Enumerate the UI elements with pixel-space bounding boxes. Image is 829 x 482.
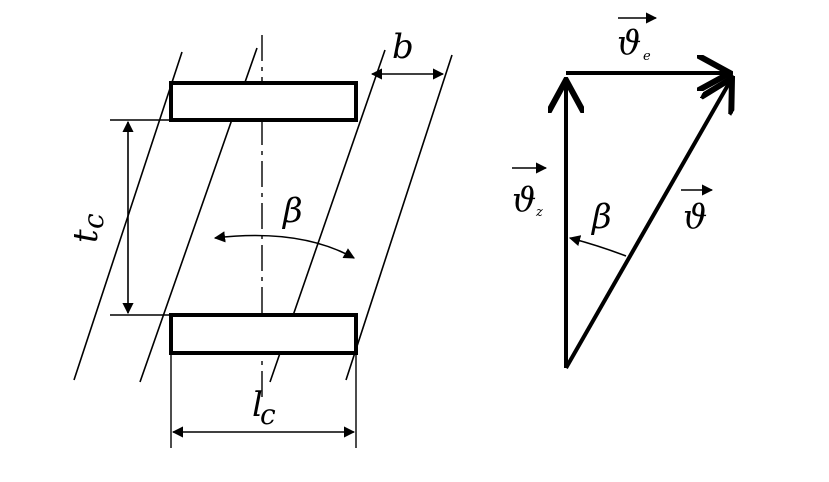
svg-text:c: c: [260, 398, 276, 431]
svg-text:t: t: [66, 229, 106, 243]
angle-arc-left: [213, 231, 355, 259]
velocity-triangle: ϑ e ϑ z ϑ β: [512, 12, 732, 369]
svg-text:c: c: [77, 213, 110, 229]
svg-text:l: l: [252, 385, 263, 425]
svg-text:ϑ: ϑ: [512, 180, 536, 220]
svg-text:ϑ: ϑ: [617, 23, 641, 63]
label-beta-left: β: [281, 191, 303, 231]
vector-v: [564, 78, 732, 369]
label-beta-right: β: [590, 197, 612, 237]
label-pitch: t c: [66, 213, 110, 243]
svg-text:z: z: [535, 205, 543, 220]
label-b: b: [392, 27, 414, 67]
label-ve: ϑ e: [617, 23, 651, 64]
label-vz: ϑ z: [512, 180, 543, 220]
label-v: ϑ: [683, 197, 707, 237]
blade-row-drawing: b t c l c β: [66, 27, 453, 448]
svg-text:e: e: [643, 49, 651, 64]
label-length: l c: [252, 385, 276, 431]
blade-bottom: [169, 313, 358, 355]
angle-arc-right: [568, 235, 627, 257]
blade-top: [169, 81, 358, 122]
slanted-line-4: [345, 54, 453, 381]
